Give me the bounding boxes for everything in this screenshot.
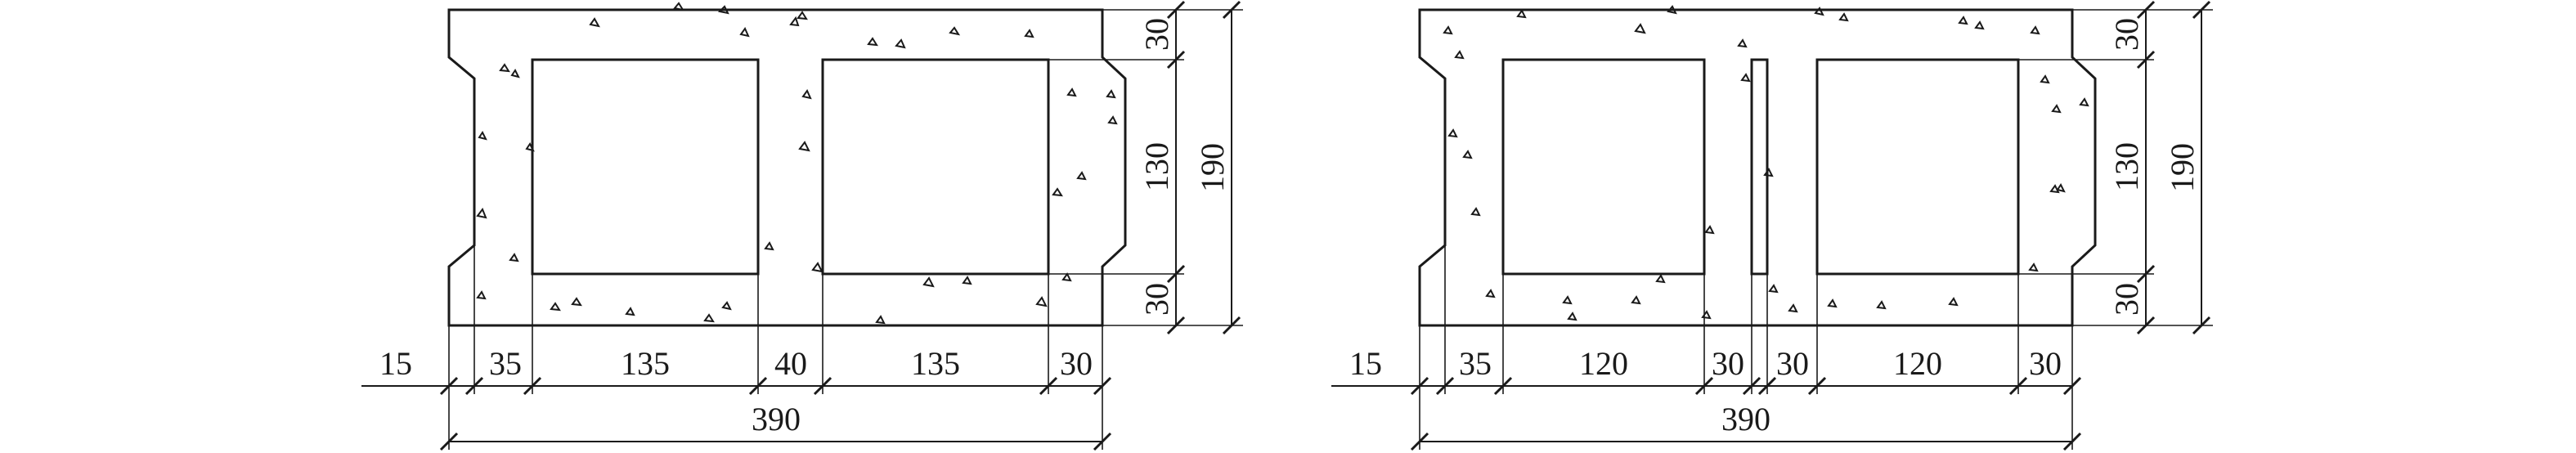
cavity-left xyxy=(531,58,760,276)
dim-v-overall: 190 xyxy=(2164,143,2201,192)
horizontal-dimensions: 15 35 120 30 30 120 30 390 xyxy=(1331,245,2082,451)
dim-v-mid: 130 xyxy=(2108,142,2145,191)
dim-h-6: 120 xyxy=(1893,345,1942,382)
dim-h-7: 30 xyxy=(2029,345,2062,382)
aggregate-texture xyxy=(1443,5,2089,321)
dim-v-mid: 130 xyxy=(1138,142,1175,191)
dim-h-2: 35 xyxy=(489,345,522,382)
cavity-left xyxy=(1501,58,1706,276)
cavity-slot xyxy=(1750,58,1769,276)
cavity-right xyxy=(821,58,1050,276)
vertical-dimensions: 30 130 30 190 xyxy=(2018,0,2213,335)
dim-h-overall: 390 xyxy=(752,401,801,437)
dim-v-bottom: 30 xyxy=(2108,283,2145,316)
dim-h-5: 135 xyxy=(911,345,960,382)
dim-h-1: 15 xyxy=(379,345,412,382)
block-outline xyxy=(447,8,1127,327)
dim-h-2: 35 xyxy=(1459,345,1492,382)
dim-h-overall: 390 xyxy=(1721,401,1770,437)
dim-v-bottom: 30 xyxy=(1138,283,1175,316)
dim-h-6: 30 xyxy=(1060,345,1093,382)
block-two-cavity: 30 130 30 190 15 35 13 xyxy=(361,0,1243,451)
aggregate-texture xyxy=(476,2,1118,325)
horizontal-dimensions: 15 35 135 40 135 30 390 xyxy=(361,245,1112,451)
dim-v-top: 30 xyxy=(2108,18,2145,51)
dim-h-3: 135 xyxy=(621,345,670,382)
dim-h-4: 40 xyxy=(774,345,807,382)
dim-h-1: 15 xyxy=(1349,345,1382,382)
cavity-right xyxy=(1815,58,2020,276)
dim-v-overall: 190 xyxy=(1194,143,1231,192)
dim-h-4: 30 xyxy=(1712,345,1744,382)
vertical-dimensions: 30 130 30 190 xyxy=(1048,0,1243,335)
block-outline xyxy=(1418,8,2097,327)
dim-h-5: 30 xyxy=(1776,345,1809,382)
dim-h-3: 120 xyxy=(1579,345,1628,382)
block-three-cavity: 30 130 30 190 xyxy=(1331,0,2213,451)
dim-v-top: 30 xyxy=(1138,18,1175,51)
